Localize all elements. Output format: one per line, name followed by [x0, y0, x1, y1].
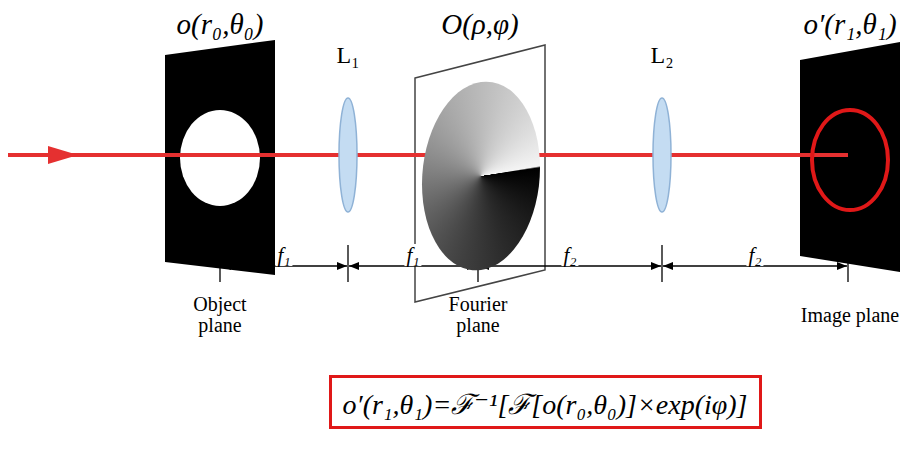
- focal-length: f₂: [561, 244, 578, 266]
- focal-length: f₁: [275, 244, 292, 266]
- plane-name: Object plane: [170, 294, 270, 336]
- plane-name: Image plane: [800, 305, 900, 326]
- lens: [339, 98, 357, 212]
- lens-label: L₁: [336, 43, 359, 68]
- beam-arrow: [48, 146, 78, 164]
- spectrum-label: O(ρ,φ): [441, 9, 518, 39]
- lens: [653, 98, 671, 212]
- plane-field-label: o(r₀,θ₀): [177, 9, 264, 39]
- lens-label: L₂: [650, 43, 673, 68]
- plane-name: Fourier plane: [428, 294, 528, 336]
- focal-length: f₂: [746, 244, 763, 266]
- ring-output: [812, 110, 888, 210]
- aperture: [180, 110, 260, 206]
- formula-text: o′(r₁,θ₁)=ℱ⁻¹[ℱ[o(r₀,θ₀)]×exp(iφ)]: [332, 384, 759, 422]
- focal-length: f₁: [404, 244, 421, 266]
- fourier-plane: [415, 45, 545, 302]
- object-plane: [165, 40, 275, 275]
- plane-field-label: o′(r₁,θ₁): [803, 9, 896, 39]
- formula-box: o′(r₁,θ₁)=ℱ⁻¹[ℱ[o(r₀,θ₀)]×exp(iφ)]: [329, 375, 762, 429]
